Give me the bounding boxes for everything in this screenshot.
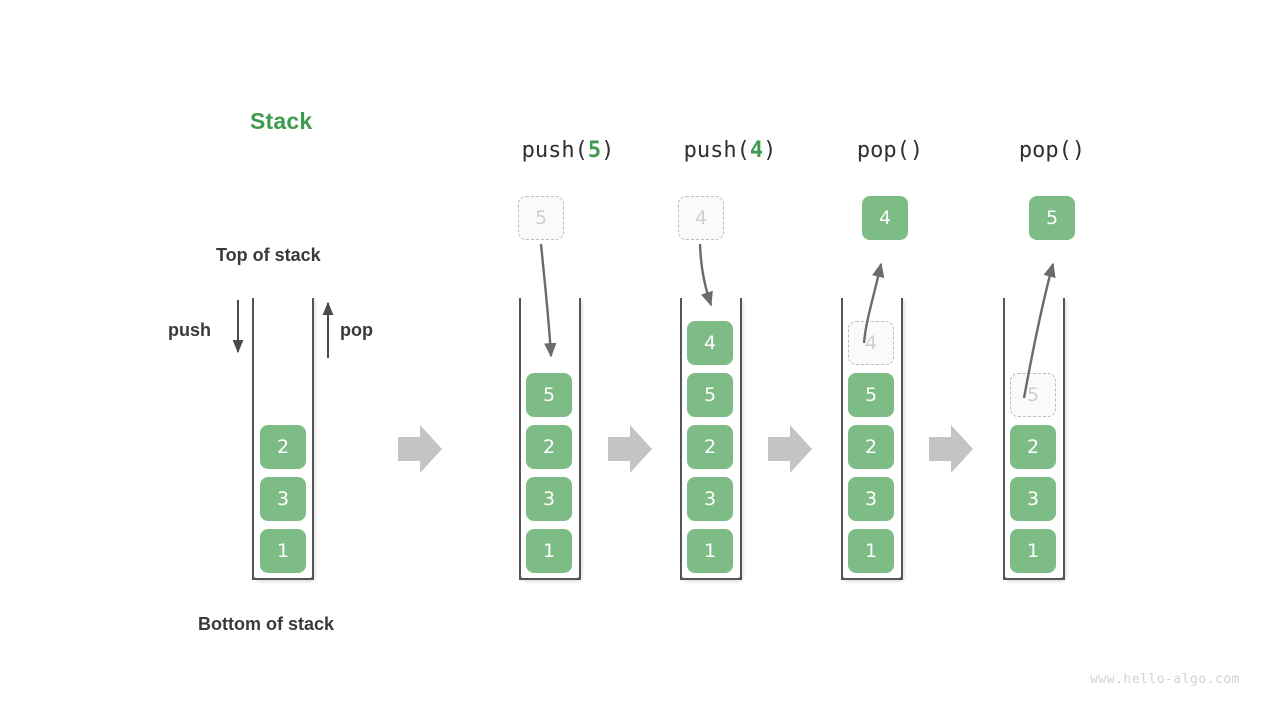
stack-wall-right <box>579 298 581 580</box>
stack-cell-ghost: 4 <box>848 321 894 365</box>
stack-cell: 5 <box>848 373 894 417</box>
stack-cell: 3 <box>1010 477 1056 521</box>
stack-floor <box>680 578 742 580</box>
stack-container-initial <box>252 298 314 580</box>
stack-cell: 1 <box>260 529 306 573</box>
stack-cell: 1 <box>848 529 894 573</box>
stack-floor <box>1003 578 1065 580</box>
floating-cell-pop-5: 5 <box>1029 196 1075 240</box>
stack-cell: 3 <box>260 477 306 521</box>
stack-wall-right <box>1063 298 1065 580</box>
stack-floor <box>841 578 903 580</box>
stack-floor <box>519 578 581 580</box>
diagram-title: Stack <box>250 108 313 134</box>
stack-cell: 5 <box>687 373 733 417</box>
floating-cell-push-5: 5 <box>518 196 564 240</box>
stack-container-push-5 <box>519 298 581 580</box>
stack-cell: 5 <box>526 373 572 417</box>
label-push: push <box>168 320 211 340</box>
flow-arrow-icon <box>608 425 652 473</box>
stack-wall-left <box>841 298 843 580</box>
op-label-push-5: push(5) <box>468 138 668 163</box>
stack-cell: 3 <box>526 477 572 521</box>
stack-cell-ghost: 5 <box>1010 373 1056 417</box>
label-pop: pop <box>340 320 373 340</box>
op-text-arg: 4 <box>749 138 764 163</box>
stack-cell: 4 <box>687 321 733 365</box>
stack-wall-left <box>1003 298 1005 580</box>
op-text-arg: 5 <box>587 138 602 163</box>
stack-wall-left <box>519 298 521 580</box>
stack-cell: 1 <box>687 529 733 573</box>
watermark: www.hello-algo.com <box>1090 672 1240 687</box>
op-text-suffix: ) <box>601 138 615 163</box>
op-label-pop-2: pop() <box>952 138 1152 163</box>
stack-cell: 1 <box>1010 529 1056 573</box>
op-text-prefix: pop( <box>1018 138 1072 163</box>
floating-cell-push-4: 4 <box>678 196 724 240</box>
stack-wall-right <box>901 298 903 580</box>
flow-arrow-icon <box>929 425 973 473</box>
op-text-prefix: push( <box>521 138 588 163</box>
label-bottom-of-stack: Bottom of stack <box>198 614 335 634</box>
stack-cell: 2 <box>687 425 733 469</box>
stack-container-pop-1 <box>841 298 903 580</box>
stack-wall-left <box>680 298 682 580</box>
floating-cell-pop-4: 4 <box>862 196 908 240</box>
motion-arrow-push-4 <box>698 243 713 307</box>
stack-cell: 2 <box>260 425 306 469</box>
stack-container-push-4 <box>680 298 742 580</box>
stack-cell: 3 <box>848 477 894 521</box>
stack-cell: 1 <box>526 529 572 573</box>
op-text-suffix: ) <box>763 138 777 163</box>
stack-cell: 3 <box>687 477 733 521</box>
op-text-prefix: pop( <box>856 138 910 163</box>
stack-cell: 2 <box>848 425 894 469</box>
label-top-of-stack: Top of stack <box>216 245 321 265</box>
op-label-pop-1: pop() <box>790 138 990 163</box>
stack-wall-left <box>252 298 254 580</box>
flow-arrow-icon <box>398 425 442 473</box>
stack-floor <box>252 578 314 580</box>
op-text-suffix: ) <box>909 138 924 163</box>
stack-wall-right <box>312 298 314 580</box>
stack-wall-right <box>740 298 742 580</box>
op-text-suffix: ) <box>1071 138 1086 163</box>
stack-container-pop-2 <box>1003 298 1065 580</box>
stack-cell: 2 <box>526 425 572 469</box>
op-label-push-4: push(4) <box>630 138 830 163</box>
flow-arrow-icon <box>768 425 812 473</box>
stack-cell: 2 <box>1010 425 1056 469</box>
op-text-prefix: push( <box>683 138 750 163</box>
